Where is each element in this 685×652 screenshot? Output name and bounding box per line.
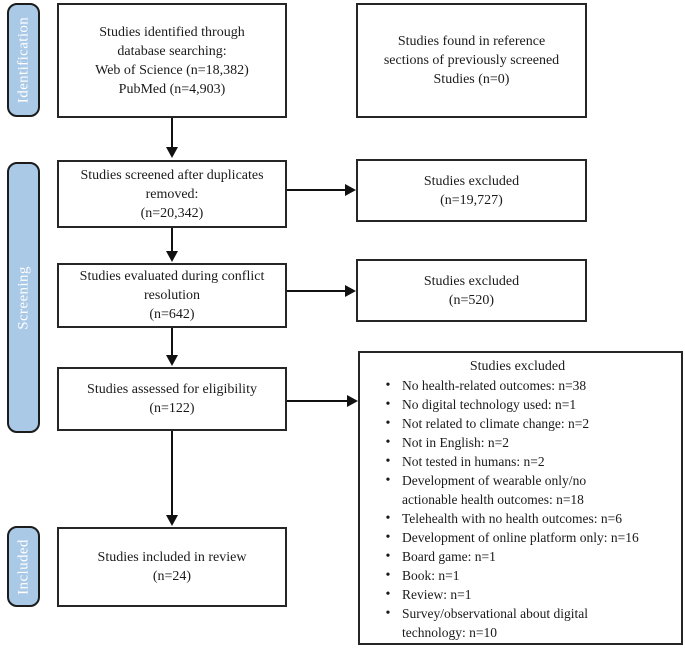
arrow-screened-to-conflict <box>171 228 173 252</box>
arrow-eligibility-to-exclusion-reasons <box>287 400 348 402</box>
bullet-icon: • <box>385 416 391 431</box>
exclusion-item: •No health-related outcomes: n=38 <box>374 376 675 395</box>
arrow-identified-to-screened <box>171 118 173 148</box>
stage-tab-included: Included <box>7 526 40 607</box>
exclusion-item: •No digital technology used: n=1 <box>374 395 675 414</box>
exclusion-title: Studies excluded <box>469 359 566 374</box>
arrowhead-right-icon <box>347 395 358 407</box>
arrowhead-down-icon <box>166 355 178 366</box>
bullet-icon: • <box>385 549 391 564</box>
bullet-icon: • <box>385 378 391 393</box>
exclusion-item: •Survey/observational about digital tech… <box>374 604 675 642</box>
arrow-conflict-to-eligibility <box>171 328 173 356</box>
exclusion-item: •Book: n=1 <box>374 566 675 585</box>
stage-label-included: Included <box>15 538 31 595</box>
arrow-eligibility-to-included <box>171 431 173 516</box>
bullet-icon: • <box>385 606 391 621</box>
arrow-screened-to-excluded <box>287 189 346 191</box>
box-included-in-review: Studies included in review (n=24) <box>57 527 287 607</box>
bullet-icon: • <box>385 511 391 526</box>
exclusion-item: •Not tested in humans: n=2 <box>374 452 675 471</box>
arrowhead-down-icon <box>166 147 178 158</box>
arrowhead-right-icon <box>345 184 356 196</box>
exclusion-item: •Telehealth with no health outcomes: n=6 <box>374 509 675 528</box>
stage-label-identification: Identification <box>15 16 31 104</box>
box-studies-screened: Studies screened after duplicates remove… <box>57 160 287 228</box>
arrow-conflict-to-excluded <box>287 290 346 292</box>
exclusion-item: •Not in English: n=2 <box>374 433 675 452</box>
box-reference-studies: Studies found in reference sections of p… <box>356 3 587 118</box>
exclusion-item: •Development of wearable only/no actiona… <box>374 471 675 509</box>
arrowhead-right-icon <box>345 285 356 297</box>
bullet-icon: • <box>385 587 391 602</box>
box-excluded-screening: Studies excluded (n=19,727) <box>356 159 587 222</box>
stage-label-screening: Screening <box>15 265 31 330</box>
exclusion-list: •No health-related outcomes: n=38 •No di… <box>360 376 675 642</box>
arrowhead-down-icon <box>166 515 178 526</box>
bullet-icon: • <box>385 435 391 450</box>
exclusion-item: •Not related to climate change: n=2 <box>374 414 675 433</box>
bullet-icon: • <box>385 454 391 469</box>
arrowhead-down-icon <box>166 251 178 262</box>
bullet-icon: • <box>385 473 391 488</box>
exclusion-item: •Development of online platform only: n=… <box>374 528 675 547</box>
box-assessed-eligibility: Studies assessed for eligibility (n=122) <box>57 367 287 431</box>
stage-tab-screening: Screening <box>7 162 40 433</box>
box-studies-identified: Studies identified through database sear… <box>57 3 287 118</box>
stage-tab-identification: Identification <box>7 3 40 117</box>
bullet-icon: • <box>385 530 391 545</box>
exclusion-item: •Board game: n=1 <box>374 547 675 566</box>
bullet-icon: • <box>385 568 391 583</box>
exclusion-item: •Review: n=1 <box>374 585 675 604</box>
box-conflict-resolution: Studies evaluated during conflict resolu… <box>57 263 287 328</box>
box-excluded-conflict: Studies excluded (n=520) <box>356 259 587 322</box>
bullet-icon: • <box>385 397 391 412</box>
box-exclusion-reasons: Studies excluded •No health-related outc… <box>358 351 683 645</box>
